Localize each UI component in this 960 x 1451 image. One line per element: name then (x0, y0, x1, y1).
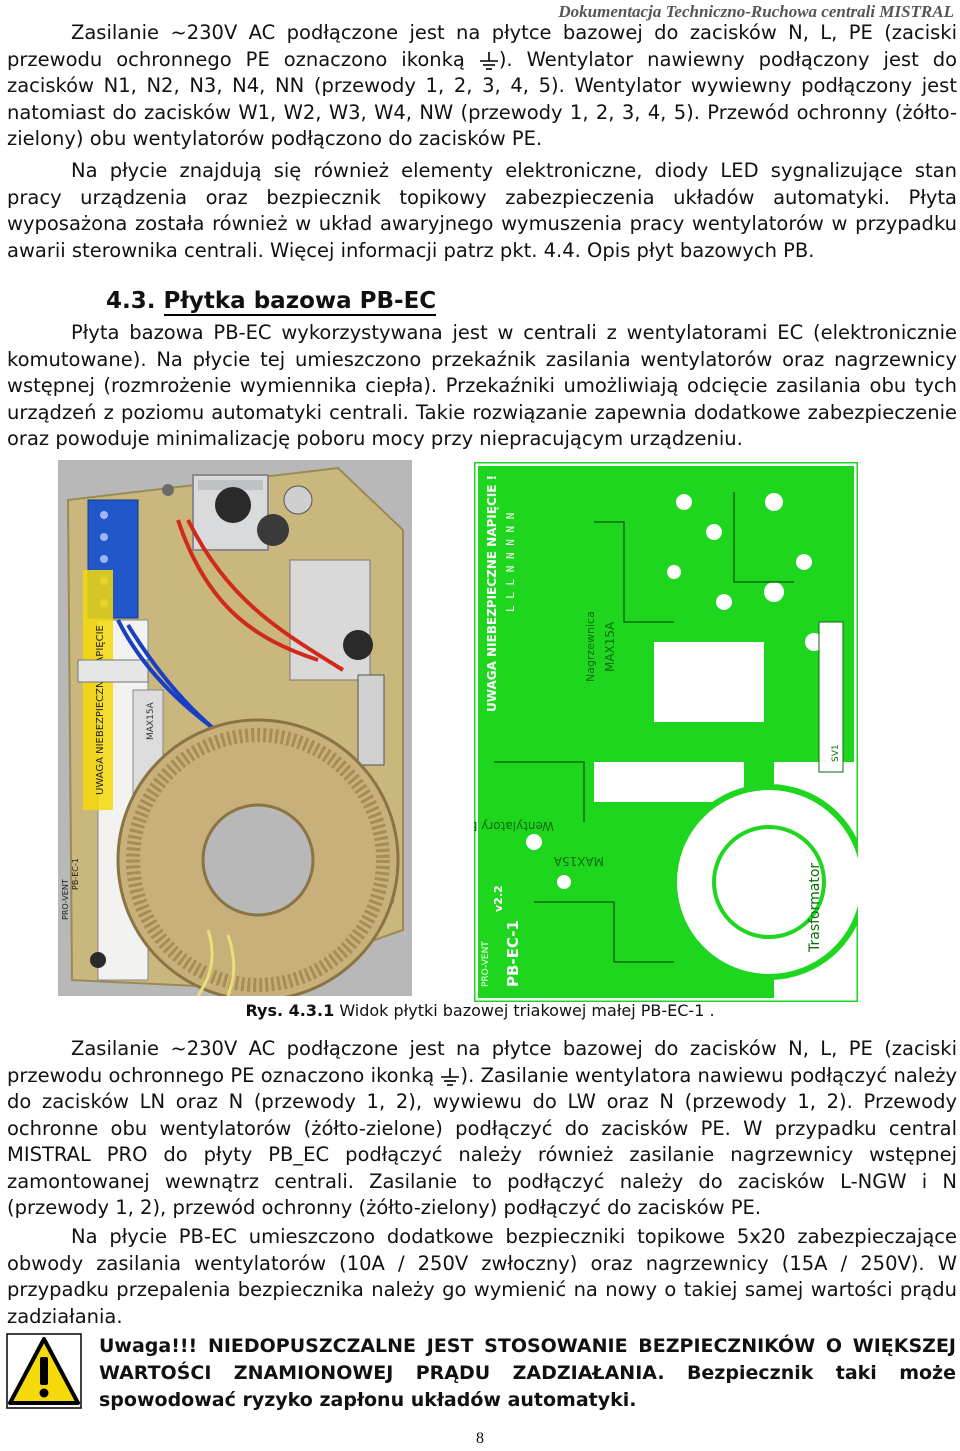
caption-label: Rys. 4.3.1 (245, 1001, 335, 1020)
pcb-transformer-label: Trasformator (807, 863, 823, 953)
pcb-terminals-label: L L L N N N N N (504, 513, 517, 612)
pcb-brand-label: PRO-VENT (481, 941, 491, 987)
pcb-heater-label: Nagrzewnica (584, 611, 597, 682)
board-photo: UWAGA NIEBEZPIECZNE NAPIĘCIE MAX15A PB-E… (58, 460, 412, 996)
photo-fuse-label: MAX15A (146, 701, 156, 740)
section-number: 4.3. (106, 288, 156, 314)
pcb-board-label: PB-EC-1 (504, 920, 522, 987)
paragraph-text: Zasilanie ~230V AC podłączone jest na pł… (7, 1037, 957, 1087)
document-header: Dokumentacja Techniczno-Ruchowa centrali… (558, 2, 954, 21)
ground-icon (479, 51, 498, 70)
warning-triangle-icon (6, 1333, 82, 1409)
pcb-sv-label: SV1 (831, 744, 841, 762)
photo-brand-label: PRO-VENT (61, 879, 70, 920)
paragraph-pb-ec: Płyta bazowa PB-EC wykorzystywana jest w… (7, 321, 957, 450)
caption-text: Widok płytki bazowej triakowej małej PB-… (339, 1001, 715, 1020)
pcb-fuse-label-2: MAX15A (553, 854, 604, 868)
pcb-fan-label: Wentylatory EC (474, 819, 554, 833)
section-heading: 4.3. Płytka bazowa PB-EC (106, 288, 437, 316)
paragraph-power-supply: Zasilanie ~230V AC podłączone jest na pł… (7, 20, 957, 153)
figure-caption: Rys. 4.3.1 Widok płytki bazowej triakowe… (0, 1001, 960, 1020)
pcb-warning-label: UWAGA NIEBEZPIECZNE NAPIĘCIE ! (485, 475, 499, 712)
pcb-fuse-label-1: MAX15A (603, 621, 617, 672)
paragraph-text: ). Zasilanie wentylatora nawiewu podłącz… (7, 1063, 957, 1220)
photo-warning-label: UWAGA NIEBEZPIECZNE NAPIĘCIE (95, 625, 106, 795)
page-number: 8 (476, 1430, 484, 1447)
photo-board-label: PB-EC-1 (71, 858, 80, 890)
pcb-layout: UWAGA NIEBEZPIECZNE NAPIĘCIE ! L L L N N… (474, 462, 858, 1002)
pcb-version-label: v2.2 (492, 885, 505, 912)
paragraph-text: ). Wentylator nawiewny podłączony jest d… (7, 47, 957, 151)
paragraph-board-elements: Na płycie znajdują się również elementy … (7, 159, 957, 262)
warning-text: Uwaga!!! NIEDOPUSZCZALNE JEST STOSOWANIE… (99, 1335, 956, 1411)
ground-icon (441, 1067, 460, 1086)
paragraph-fuses: Na płycie PB-EC umieszczono dodatkowe be… (7, 1225, 957, 1328)
paragraph-pb-ec-power: Zasilanie ~230V AC podłączone jest na pł… (7, 1036, 957, 1222)
paragraph-text: Zasilanie ~230V AC podłączone jest na pł… (7, 21, 957, 71)
section-title: Płytka bazowa PB-EC (163, 288, 437, 316)
